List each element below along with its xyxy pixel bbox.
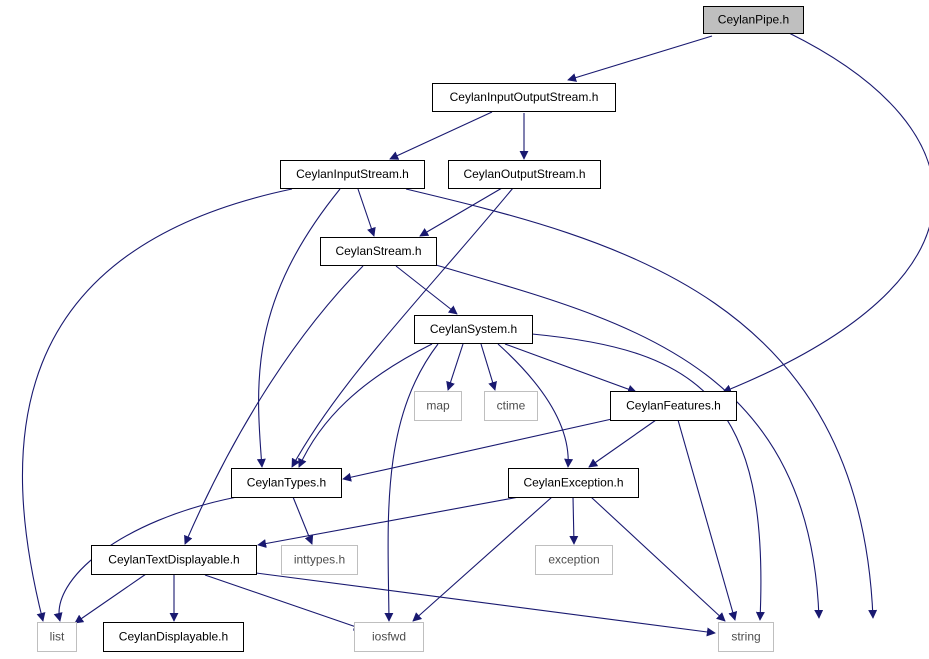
node-label-map: map (426, 399, 450, 413)
node-box-inttypes (281, 545, 358, 575)
edge-system-to-features (504, 343, 637, 394)
node-box-disp (103, 622, 244, 652)
node-box-map (414, 391, 462, 421)
edge-system-to-exception (497, 343, 574, 468)
node-ios[interactable]: CeylanInputOutputStream.h (432, 83, 616, 112)
node-box-iosfwd (354, 622, 424, 652)
node-label-exc: exception (548, 553, 599, 567)
edge-ios-to-is (389, 111, 493, 160)
node-box-pipe (703, 6, 804, 34)
edge-exception-to-textdisp (257, 496, 520, 548)
node-box-types (231, 468, 342, 498)
node-features[interactable]: CeylanFeatures.h (610, 391, 737, 421)
edge-is-to-string (405, 188, 878, 619)
edge-textdisp-to-iosfwd (204, 574, 363, 631)
node-label-textdisp: CeylanTextDisplayable.h (108, 553, 239, 567)
edges-layer (21, 32, 929, 637)
edge-system-to-types (298, 343, 433, 468)
edge-is-to-types (256, 188, 341, 468)
node-box-ios (432, 83, 616, 112)
edge-os-to-stream (419, 187, 503, 237)
node-label-ctime: ctime (497, 399, 526, 413)
node-label-string: string (731, 630, 760, 644)
edge-textdisp-to-list (74, 573, 147, 624)
node-label-stream: CeylanStream.h (335, 244, 421, 258)
node-box-exception (508, 468, 639, 498)
node-types[interactable]: CeylanTypes.h (231, 468, 342, 498)
edge-exception-to-string (590, 496, 726, 622)
node-exception[interactable]: CeylanException.h (508, 468, 639, 498)
node-inttypes: inttypes.h (281, 545, 358, 575)
edge-is-to-stream (357, 188, 376, 237)
node-box-ctime (484, 391, 538, 421)
node-label-list: list (50, 630, 65, 644)
node-disp[interactable]: CeylanDisplayable.h (103, 622, 244, 652)
node-box-os (448, 160, 601, 189)
edge-system-to-ctime (480, 343, 497, 391)
edge-textdisp-to-string (255, 572, 716, 637)
edge-stream-to-textdisp (184, 265, 364, 545)
node-pipe[interactable]: CeylanPipe.h (703, 6, 804, 34)
node-label-inttypes: inttypes.h (294, 553, 345, 567)
node-textdisp[interactable]: CeylanTextDisplayable.h (91, 545, 257, 575)
node-list: list (37, 622, 77, 652)
edge-features-to-types (342, 418, 613, 482)
node-exc: exception (535, 545, 613, 575)
node-label-os: CeylanOutputStream.h (463, 167, 585, 181)
edge-os-to-types (291, 187, 514, 468)
edge-features-to-string (677, 419, 738, 621)
node-is[interactable]: CeylanInputStream.h (280, 160, 425, 189)
node-label-ios: CeylanInputOutputStream.h (450, 90, 599, 104)
node-box-string (718, 622, 774, 652)
edge-system-to-iosfwd (384, 343, 439, 622)
node-iosfwd: iosfwd (354, 622, 424, 652)
node-box-textdisp (91, 545, 257, 575)
node-string: string (718, 622, 774, 652)
node-stream[interactable]: CeylanStream.h (320, 237, 437, 266)
node-os[interactable]: CeylanOutputStream.h (448, 160, 601, 189)
node-label-pipe: CeylanPipe.h (718, 13, 789, 27)
edge-pipe-to-ios (567, 35, 713, 82)
node-label-features: CeylanFeatures.h (626, 399, 721, 413)
node-label-system: CeylanSystem.h (430, 322, 517, 336)
node-ctime: ctime (484, 391, 538, 421)
node-label-exception: CeylanException.h (523, 476, 623, 490)
edge-exception-to-iosfwd (412, 496, 553, 622)
node-box-exc (535, 545, 613, 575)
edge-system-to-map (446, 343, 464, 391)
node-label-is: CeylanInputStream.h (296, 167, 409, 181)
node-label-disp: CeylanDisplayable.h (119, 630, 228, 644)
edge-exception-to-exc (569, 496, 579, 545)
node-label-types: CeylanTypes.h (247, 476, 326, 490)
node-box-list (37, 622, 77, 652)
node-box-system (414, 315, 533, 344)
edge-stream-to-system (395, 265, 458, 315)
edge-features-to-exception (588, 419, 657, 468)
node-box-is (280, 160, 425, 189)
edge-pipe-to-features (722, 32, 929, 394)
edge-stream-to-string (435, 264, 824, 619)
nodes-layer: CeylanPipe.hCeylanInputOutputStream.hCey… (37, 6, 804, 652)
node-map: map (414, 391, 462, 421)
node-box-stream (320, 237, 437, 266)
edge-is-to-list (21, 188, 293, 622)
node-box-features (610, 391, 737, 421)
node-system[interactable]: CeylanSystem.h (414, 315, 533, 344)
node-label-iosfwd: iosfwd (372, 630, 406, 644)
